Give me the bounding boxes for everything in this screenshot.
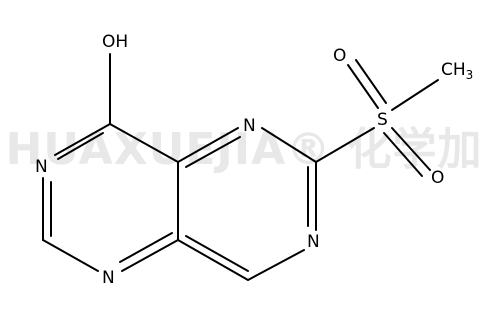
atom-ch3: CH3 xyxy=(441,60,473,82)
bond-c4-n3 xyxy=(54,123,111,156)
bond-s-o-bottom-inner xyxy=(383,132,423,177)
bond-c4a-n5-inner xyxy=(185,136,241,168)
bonds xyxy=(42,53,439,281)
atom-ch3-main: CH xyxy=(441,60,466,80)
bond-s-o-bottom xyxy=(391,127,431,171)
atom-s: S xyxy=(377,110,388,130)
bond-c2-n1 xyxy=(42,239,99,272)
bond-n1-c8a-inner xyxy=(119,232,173,263)
bond-c4a-n5 xyxy=(177,127,239,163)
bond-c4-c4a xyxy=(109,123,179,163)
atom-o-top: O xyxy=(333,46,346,66)
bond-n7-c8 xyxy=(247,249,305,281)
bond-n1-c8a xyxy=(121,239,179,272)
atom-ch3-subscript: 3 xyxy=(466,68,474,82)
atom-n3: N xyxy=(35,157,48,177)
bond-c8-c8a xyxy=(177,239,249,281)
bond-c8-c8a-inner xyxy=(185,235,249,272)
bond-s-ch3 xyxy=(391,79,439,111)
atom-labels: OH N N N N S O O CH3 xyxy=(35,32,473,288)
atom-oh: OH xyxy=(102,32,128,52)
atom-n7: N xyxy=(307,232,320,252)
bond-n5-c6 xyxy=(261,127,317,163)
bond-s-o-top-inner xyxy=(355,59,387,104)
atom-o-bottom: O xyxy=(431,168,444,188)
bond-c6-s xyxy=(315,127,375,163)
atom-n1: N xyxy=(102,268,115,288)
watermark: HUAXUEJIA® 化学加 xyxy=(5,124,483,175)
bond-c4-n3-inner xyxy=(57,132,104,160)
atom-n5: N xyxy=(243,116,256,136)
bond-s-o-top xyxy=(347,64,379,109)
